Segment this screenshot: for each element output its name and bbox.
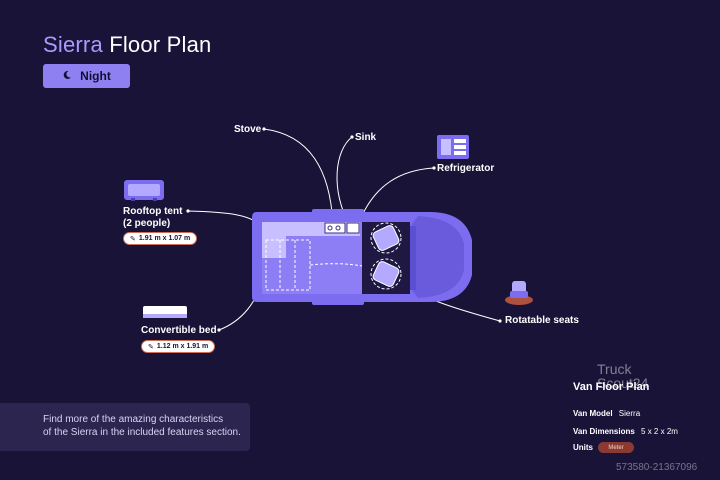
page-title: Sierra Floor Plan <box>43 32 211 58</box>
stove-label: Stove <box>234 124 262 135</box>
convertible-bed-label: Convertible bed <box>141 325 217 336</box>
van-body <box>252 209 472 305</box>
rooftop-tent-capacity: (2 people) <box>123 218 171 229</box>
pencil-icon: ✎ <box>148 343 154 351</box>
rooftop-tent-callout-line <box>187 210 263 227</box>
rooftop-tent-dimensions-text: 1.91 m x 1.07 m <box>138 235 191 242</box>
title-accent: Sierra <box>43 32 103 57</box>
rooftop-tent-label: Rooftop tent <box>123 206 183 217</box>
spec-van-dimensions-label: Van Dimensions <box>573 427 635 436</box>
info-line-2: of the Sierra in the included features s… <box>43 427 241 438</box>
watermark-logo-line1: Truck <box>597 361 632 377</box>
refrigerator-label: Refrigerator <box>437 163 495 174</box>
rotatable-seats-label: Rotatable seats <box>505 315 579 326</box>
refrigerator-callout-line <box>359 167 435 221</box>
features-info-box: Find more of the amazing characteristics… <box>0 403 250 451</box>
spec-van-model-value: Sierra <box>618 409 641 418</box>
seat-graphic <box>370 222 402 290</box>
callout-dots <box>186 127 502 332</box>
spec-units-label: Units <box>573 443 593 452</box>
title-rest: Floor Plan <box>102 32 212 57</box>
refrigerator-thumbnail <box>437 135 469 159</box>
rooftop-tent-thumbnail <box>124 180 164 201</box>
convertible-bed-thumbnail <box>143 306 187 318</box>
specs-title: Van Floor Plan <box>573 381 650 393</box>
watermark-id: 573580-21367096 <box>616 462 698 473</box>
watermark-logo: Truck Scout24 <box>597 362 648 390</box>
night-mode-button[interactable]: Night <box>43 64 130 88</box>
convertible-bed-dimensions-text: 1.12 m x 1.91 m <box>156 343 209 350</box>
night-mode-label: Night <box>80 69 111 83</box>
moon-icon <box>62 69 72 83</box>
spec-van-model: Van Model Sierra <box>573 409 640 418</box>
rooftop-tent-dimensions: ✎ 1.91 m x 1.07 m <box>123 232 198 245</box>
rotatable-seat-thumbnail <box>505 281 533 305</box>
meter-units-button[interactable]: Meter <box>598 442 634 453</box>
spec-units: Units <box>573 443 597 452</box>
stove-callout-line <box>263 128 334 225</box>
spec-van-dimensions-value: 5 x 2 x 2m <box>641 427 678 436</box>
sink-label: Sink <box>355 132 377 143</box>
convertible-bed-dimensions: ✎ 1.12 m x 1.91 m <box>141 340 216 353</box>
spec-van-dimensions: Van Dimensions 5 x 2 x 2m <box>573 427 678 436</box>
spec-van-model-label: Van Model <box>573 409 613 418</box>
info-line-1: Find more of the amazing characteristics <box>43 414 224 425</box>
pencil-icon: ✎ <box>130 235 136 243</box>
watermark-logo-line2: Scout24 <box>597 375 649 391</box>
